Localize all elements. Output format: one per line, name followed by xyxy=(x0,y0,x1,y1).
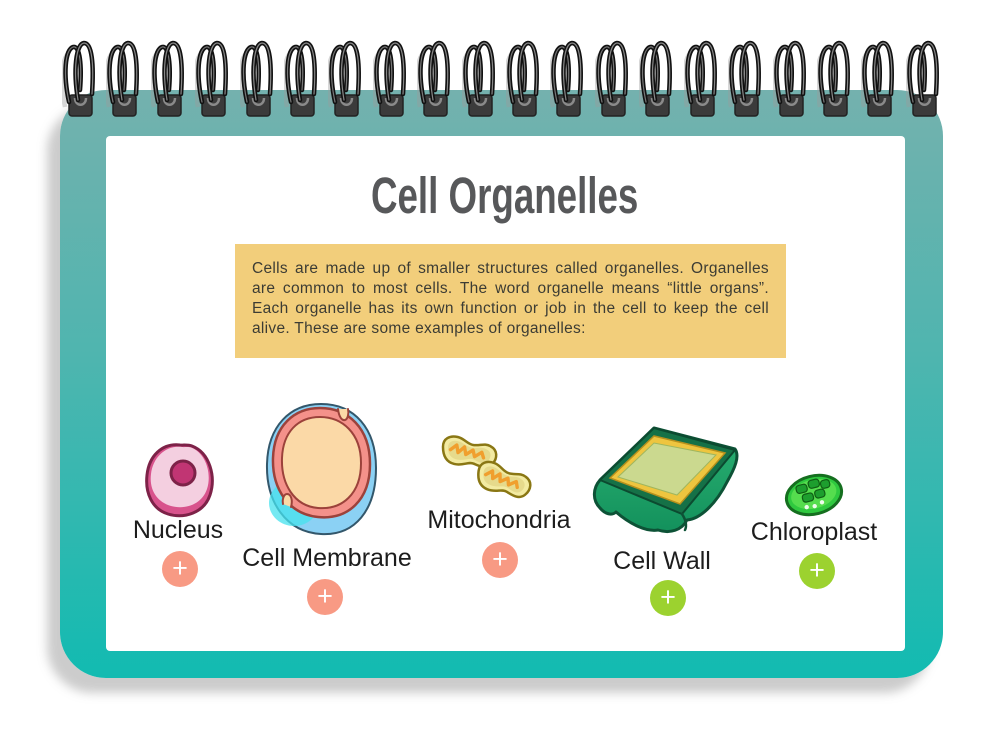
chloroplast-label: Chloroplast xyxy=(750,518,878,546)
cell-wall-label: Cell Wall xyxy=(613,547,711,575)
cell-membrane-label: Cell Membrane xyxy=(242,544,412,572)
spiral-coil xyxy=(506,40,540,117)
spiral-coil xyxy=(861,40,895,117)
spiral-coil xyxy=(372,40,406,117)
spiral-coil xyxy=(816,40,850,117)
spiral-coil xyxy=(417,40,451,117)
page-title: Cell Organelles xyxy=(105,166,905,225)
spiral-coil xyxy=(195,40,229,117)
spiral-coil xyxy=(772,40,806,117)
spiral-coil xyxy=(594,40,628,117)
plus-icon: + xyxy=(492,543,508,574)
spiral-coil xyxy=(639,40,673,117)
plus-icon: + xyxy=(660,581,676,612)
cell-membrane-illustration xyxy=(265,402,378,536)
mitochondria-illustration xyxy=(441,435,532,499)
spiral-coil xyxy=(905,40,939,117)
spiral-coil xyxy=(284,40,317,117)
intro-text: Cells are made up of smaller structures … xyxy=(252,260,769,337)
spiral-coil xyxy=(62,40,95,117)
spiral-coil xyxy=(106,40,140,117)
page-title-text: Cell Organelles xyxy=(371,167,639,224)
plus-icon: + xyxy=(317,580,333,611)
spiral-coil xyxy=(728,40,762,117)
mitochondria-label: Mitochondria xyxy=(427,506,571,534)
mitochondria-expand-button[interactable]: + xyxy=(482,542,518,578)
spiral-coil xyxy=(683,40,717,117)
plus-icon: + xyxy=(809,554,825,585)
chloroplast-expand-button[interactable]: + xyxy=(799,553,835,589)
spiral-coil xyxy=(328,40,362,117)
spiral-coil xyxy=(550,40,584,117)
nucleus-expand-button[interactable]: + xyxy=(162,551,198,587)
spiral-binding xyxy=(62,38,940,118)
chloroplast-illustration xyxy=(784,473,844,517)
plus-icon: + xyxy=(172,552,188,583)
spiral-coil xyxy=(150,40,184,117)
spiral-coil xyxy=(461,40,495,117)
cell-wall-expand-button[interactable]: + xyxy=(650,580,686,616)
nucleus-label: Nucleus xyxy=(132,516,224,544)
cell-membrane-expand-button[interactable]: + xyxy=(307,579,343,615)
nucleus-illustration xyxy=(145,443,214,518)
intro-box: Cells are made up of smaller structures … xyxy=(235,244,786,358)
cell-wall-illustration xyxy=(592,426,739,534)
spiral-coil xyxy=(239,40,273,117)
